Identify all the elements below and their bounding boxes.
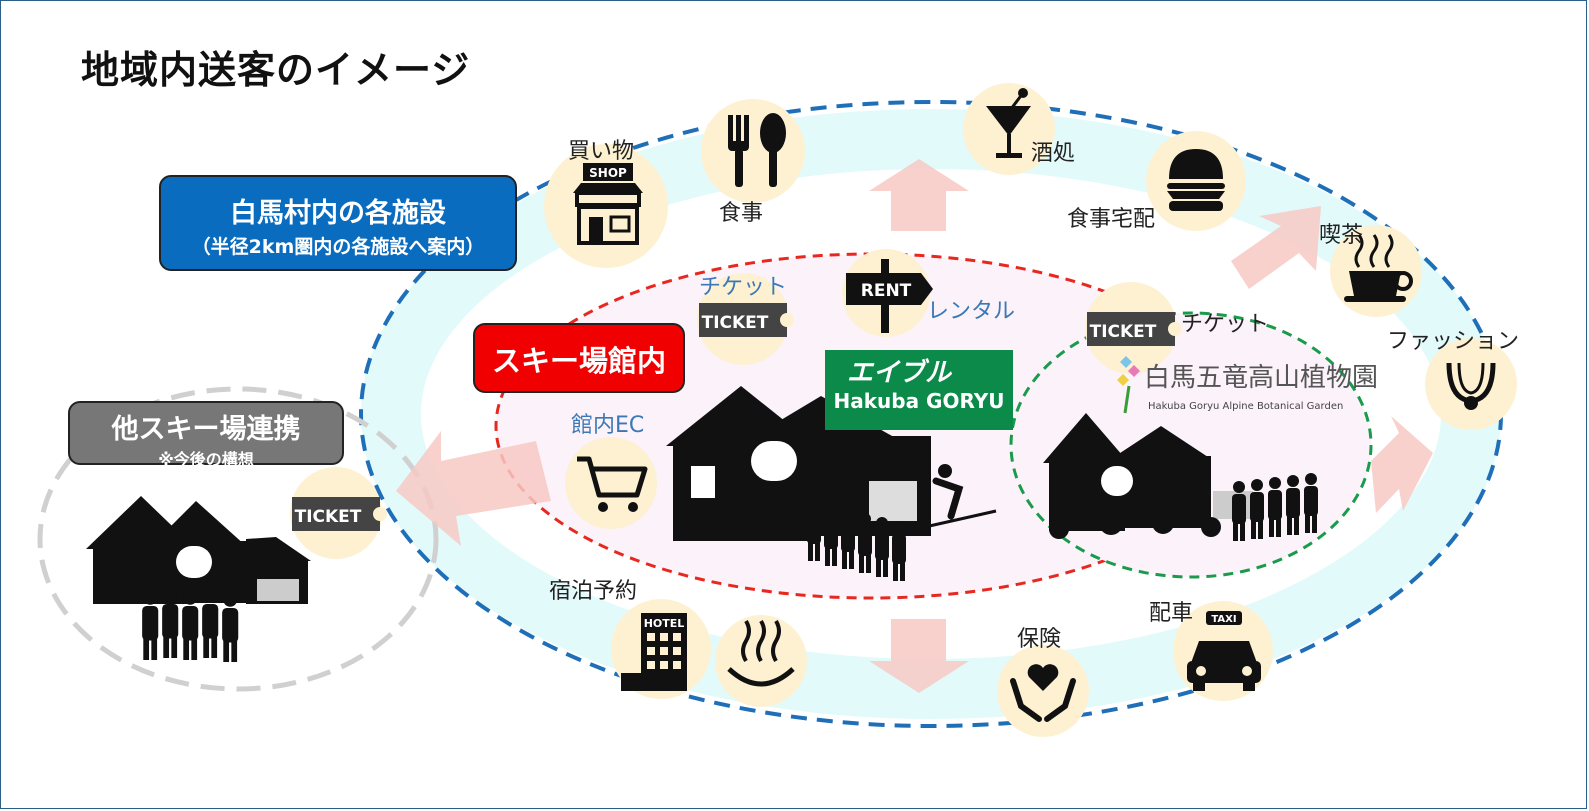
goryu-logo-jp: エイブル xyxy=(785,352,1013,389)
goryu-logo-en: Hakuba GORYU xyxy=(825,389,1013,413)
garden-logo-en: Hakuba Goryu Alpine Botanical Garden xyxy=(1148,401,1343,412)
label-fashion: ファッション xyxy=(1387,323,1519,355)
label-cafe: 喫茶 xyxy=(1319,217,1363,249)
rent-text: RENT xyxy=(861,281,912,301)
ticket-icon-garden: TICKET xyxy=(1087,312,1182,346)
other-ski-lodge-illustration xyxy=(86,496,311,662)
taxi-text: TAXI xyxy=(1211,614,1236,625)
label-rental: レンタル xyxy=(927,293,1015,325)
label-meal: 食事 xyxy=(719,195,763,227)
ski-area-box: スキー場館内 xyxy=(473,323,685,393)
label-ec: 館内EC xyxy=(571,407,644,439)
label-bar: 酒処 xyxy=(1031,135,1075,167)
other-ski-box: 他スキー場連携 ※今後の構想 xyxy=(68,401,344,465)
ticket-text: TICKET xyxy=(295,507,362,527)
garden-logo-jp: 白馬五竜高山植物園 xyxy=(1144,357,1378,394)
page-title: 地域内送客のイメージ xyxy=(81,39,470,94)
other-ski-title: 他スキー場連携 xyxy=(70,407,342,446)
hakuba-goryu-logo: エイブル Hakuba GORYU xyxy=(825,350,1013,430)
shop-sign-text: SHOP xyxy=(589,166,627,180)
hotel-text: HOTEL xyxy=(644,617,685,630)
label-ticket-garden: チケット xyxy=(1181,306,1269,338)
other-ski-note: ※今後の構想 xyxy=(70,446,342,470)
label-delivery: 食事宅配 xyxy=(1067,201,1155,233)
label-taxi: 配車 xyxy=(1149,595,1193,627)
botanical-garden-logo: 白馬五竜高山植物園 Hakuba Goryu Alpine Botanical … xyxy=(1116,353,1326,423)
ticket-icon-inner: TICKET xyxy=(699,303,794,337)
label-shopping: 買い物 xyxy=(568,133,634,165)
meal-circle xyxy=(701,99,805,203)
hakuba-facilities-subtitle: （半径2km圏内の各施設へ案内） xyxy=(161,232,515,259)
ticket-icon-other: TICKET xyxy=(292,497,387,531)
label-lodging: 宿泊予約 xyxy=(549,573,637,605)
ticket-text: TICKET xyxy=(702,313,769,333)
delivery-circle xyxy=(1146,131,1246,231)
hakuba-facilities-title: 白馬村内の各施設 xyxy=(161,191,515,230)
hakuba-facilities-box: 白馬村内の各施設 （半径2km圏内の各施設へ案内） xyxy=(159,175,517,271)
label-insurance: 保険 xyxy=(1017,621,1061,653)
label-ticket-inner: チケット xyxy=(699,269,787,301)
ticket-text: TICKET xyxy=(1090,322,1157,342)
